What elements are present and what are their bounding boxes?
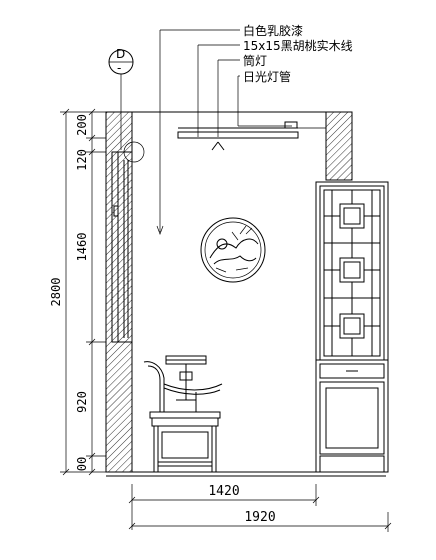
dim-total-width: 1920 [244,510,275,525]
section-marker-label: D [116,47,125,61]
round-painting [200,217,266,283]
dim-segment-5: 00 [75,457,89,471]
section-marker-sheet: - [117,61,121,75]
left-window [111,151,133,343]
dim-segment-2: 120 [75,149,89,171]
armchair [143,361,223,472]
dim-segment-1: 200 [75,114,89,136]
downlight-icon [211,141,225,151]
annotation-downlight: 筒灯 [243,53,267,68]
horizontal-dimension-lines [128,484,392,532]
annotation-white-latex-paint: 白色乳胶漆 [243,23,303,38]
lattice-pattern [324,190,380,356]
lattice-cabinet [315,181,389,473]
dim-segment-4: 920 [75,391,89,413]
right-wall [325,111,353,181]
annotation-leaders [156,29,292,235]
annotation-walnut-trim: 15x15黑胡桃实木线 [243,38,353,53]
dim-segment-3: 1460 [75,233,89,262]
vertical-dimension-lines [60,108,106,476]
side-lamp [165,355,207,401]
dim-total-height: 2800 [49,278,63,307]
ceiling-soffit [177,121,326,139]
dim-inner-width: 1420 [208,484,239,499]
annotation-fluorescent-tube: 日光灯管 [243,69,291,84]
